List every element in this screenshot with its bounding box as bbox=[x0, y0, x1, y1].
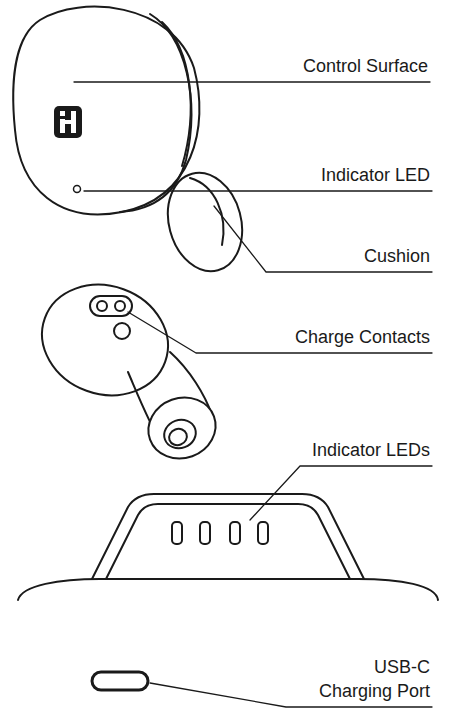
part-label: Indicator LEDs bbox=[230, 438, 430, 462]
earbud-back bbox=[26, 267, 224, 467]
part-label: Control Surface bbox=[228, 54, 428, 78]
leader-lines bbox=[74, 82, 432, 707]
part-label: USB-C Charging Port bbox=[312, 655, 430, 703]
part-label: Indicator LED bbox=[230, 163, 430, 187]
charging-case bbox=[18, 494, 438, 600]
earbud-front bbox=[13, 7, 252, 280]
part-label: Charge Contacts bbox=[230, 325, 430, 349]
part-label: Cushion bbox=[230, 244, 430, 268]
usb-c-port bbox=[92, 672, 148, 690]
